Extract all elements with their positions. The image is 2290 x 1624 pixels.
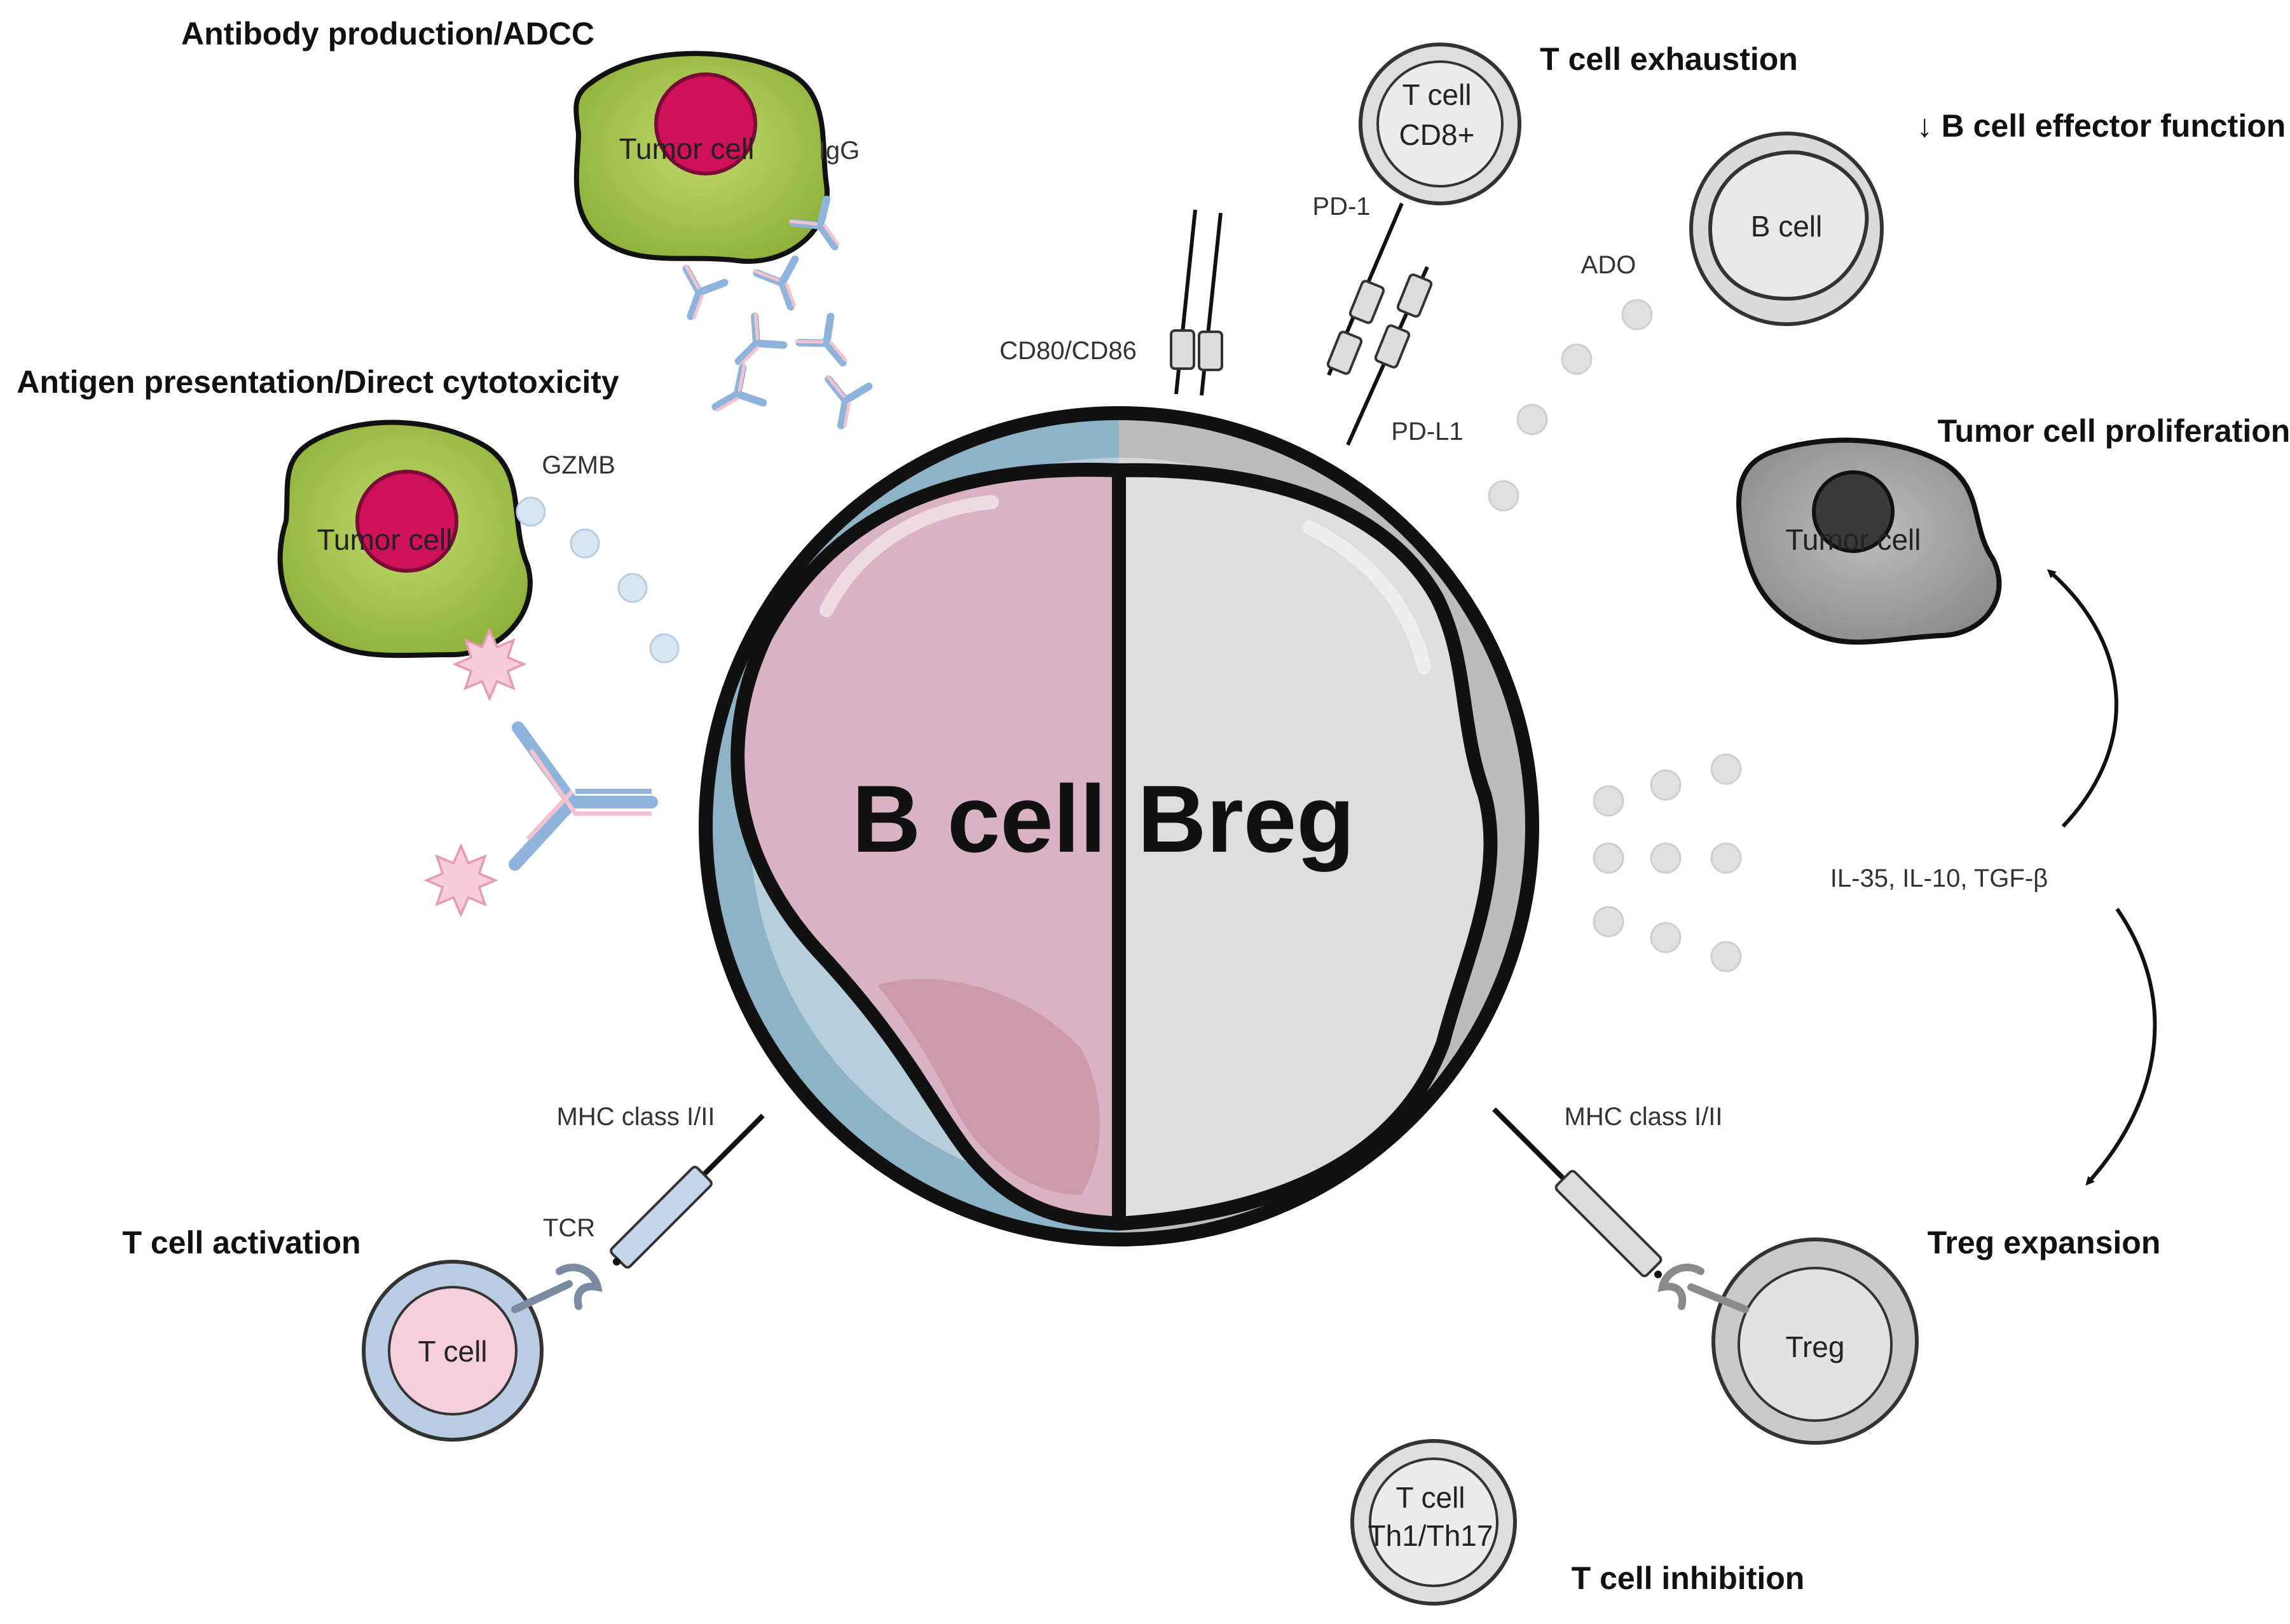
tcr-receptor-icon (1657, 1264, 1749, 1313)
heading-b-cell-effector: ↓ B cell effector function (1917, 108, 2286, 144)
central-cell: B cell Breg (699, 406, 1539, 1246)
granule-icon (570, 528, 600, 559)
t-cell-cd8-line1: T cell (1402, 78, 1471, 111)
breg-half (1119, 413, 1532, 1239)
granule-icon (617, 573, 648, 603)
ado-label: ADO (1581, 251, 1636, 279)
cd86-molecule-icon (1198, 331, 1223, 371)
tumor-cell-top: Tumor cell (573, 51, 830, 264)
breg-title: Breg (1137, 765, 1355, 872)
cytokine-dot-icon (1593, 842, 1624, 874)
tumor-cell-right-label: Tumor cell (1786, 523, 1921, 556)
antibody-icon (755, 257, 810, 314)
t-cell-cd8-line2: CD8+ (1399, 118, 1475, 151)
t-cell-cd8: T cell CD8+ (1359, 43, 1521, 205)
antigen-star-icon (454, 629, 525, 700)
ado-dot-icon (1621, 299, 1653, 331)
pdl1-molecule-icon (1374, 324, 1411, 369)
ado-dot-icon (1516, 404, 1548, 435)
granule-icon (649, 633, 680, 664)
antibody-icon (723, 313, 786, 376)
tumor-nucleus-icon (355, 470, 458, 573)
gzmb-label: GZMB (542, 451, 615, 479)
tumor-cell-mid-label: Tumor cell (317, 523, 453, 556)
cytokine-dot-icon (1710, 753, 1742, 785)
tcr-label: TCR (543, 1214, 595, 1242)
cytokine-dot-icon (1650, 842, 1682, 874)
t-cell-activation-label: T cell (418, 1335, 487, 1368)
pd1-molecule-icon (1348, 280, 1385, 324)
cd80-cd86-label: CD80/CD86 (999, 337, 1137, 365)
ado-molecules (1488, 299, 1653, 512)
antibody-icon (797, 315, 858, 377)
cd80-cd86-receptors (1170, 209, 1223, 396)
tumor-cell-right: Tumor cell (1736, 437, 2002, 645)
granule-icon (516, 496, 546, 527)
cytokine-arrows (2047, 569, 2157, 1186)
membrane-antibody (425, 629, 658, 916)
heading-antigen-presentation: Antigen presentation/Direct cytotoxicity (17, 364, 619, 400)
cytokine-dot-icon (1650, 922, 1682, 953)
pd1-molecule-icon (1326, 331, 1363, 375)
antibody-icon (704, 365, 765, 425)
antigen-star-icon (425, 845, 497, 916)
b-cell-title: B cell (852, 765, 1106, 872)
cytokine-molecules (1593, 753, 1742, 972)
b-cell-half (706, 413, 1119, 1239)
pd1-pdl1-receptors (1326, 202, 1433, 446)
t-cell-activation: T cell (362, 1260, 603, 1442)
heading-antibody-production: Antibody production/ADCC (181, 16, 594, 51)
cytokine-dot-icon (1710, 842, 1742, 874)
ado-dot-icon (1561, 343, 1593, 375)
t-cell-th-line2: Th1/Th17 (1368, 1519, 1493, 1552)
mhc-right-label: MHC class I/II (1565, 1103, 1723, 1131)
t-cell-th-line1: T cell (1395, 1481, 1465, 1514)
arrow-up-icon (2047, 569, 2118, 828)
igg-label: IgG (819, 137, 860, 165)
tumor-nucleus-icon (1812, 470, 1895, 553)
tumor-cell-mid: Tumor cell (277, 420, 533, 658)
heading-t-cell-inhibition: T cell inhibition (1572, 1560, 1805, 1596)
gzmb-granules (516, 496, 680, 664)
t-cell-th: T cell Th1/Th17 (1350, 1439, 1517, 1606)
mhc-right-receptor (1492, 1107, 1663, 1278)
mhc-left-receptor (610, 1114, 765, 1269)
heading-t-cell-activation: T cell activation (122, 1225, 360, 1260)
heading-treg-expansion: Treg expansion (1928, 1225, 2161, 1260)
mhc-left-label: MHC class I/II (557, 1103, 715, 1131)
cytokine-dot-icon (1593, 785, 1624, 817)
arrow-down-icon (2085, 908, 2157, 1186)
ado-dot-icon (1488, 480, 1519, 512)
cytokine-dot-icon (1593, 906, 1624, 938)
heading-tumor-proliferation: Tumor cell proliferation (1938, 413, 2290, 449)
treg-label: Treg (1786, 1330, 1845, 1363)
pdl1-molecule-icon (1396, 273, 1433, 318)
cd80-molecule-icon (1170, 329, 1195, 370)
cytokine-dot-icon (1650, 769, 1682, 801)
b-cell-small: B cell (1689, 132, 1884, 326)
cytokines-label: IL-35, IL-10, TGF-β (1830, 864, 2048, 892)
b-cell-small-label: B cell (1751, 210, 1822, 243)
tumor-nucleus-icon (654, 72, 757, 175)
cytokine-dot-icon (1710, 941, 1742, 972)
tumor-cell-top-label: Tumor cell (619, 132, 755, 165)
antibody-icon (820, 377, 870, 429)
mhc-molecule-icon (610, 1166, 713, 1269)
treg-cell: Treg (1657, 1238, 1919, 1445)
heading-t-cell-exhaustion: T cell exhaustion (1540, 41, 1798, 77)
tcr-receptor-icon (511, 1264, 603, 1313)
pdl1-label: PD-L1 (1391, 418, 1463, 446)
pd1-label: PD-1 (1312, 193, 1370, 221)
antibody-icon (670, 266, 725, 323)
mhc-molecule-icon (1554, 1170, 1663, 1278)
